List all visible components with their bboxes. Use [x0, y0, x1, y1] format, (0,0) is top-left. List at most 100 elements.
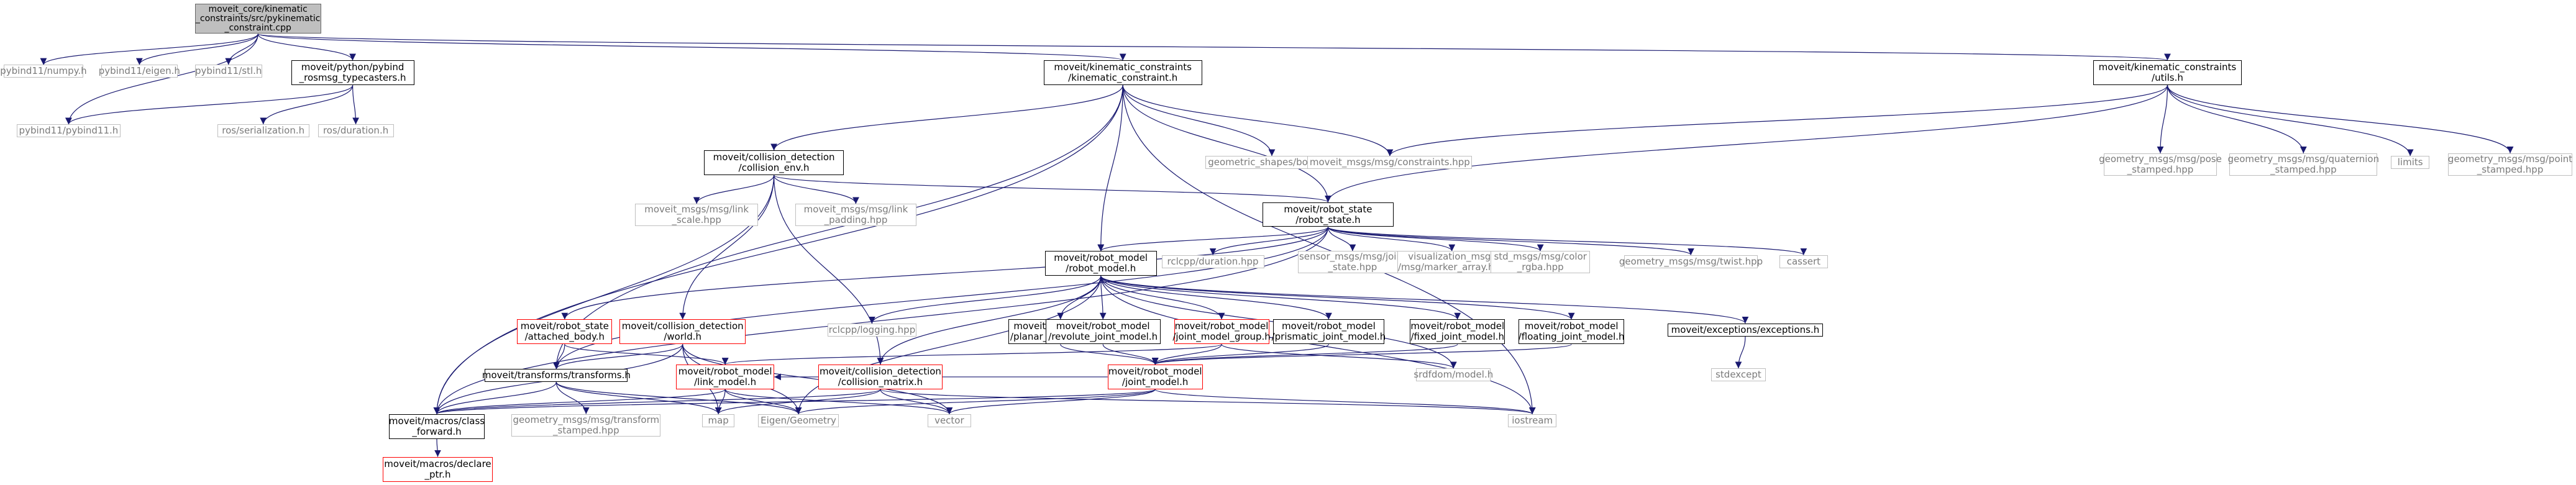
node-cassert[interactable]: cassert	[1779, 255, 1828, 268]
node-colorrgba[interactable]: std_msgs/msg/color_rgba.hpp	[1491, 251, 1591, 274]
node-label-line: moveit/collision_detection	[820, 365, 941, 377]
node-label-line: moveit/kinematic_constraints	[2098, 61, 2237, 73]
node-linkpad[interactable]: moveit_msgs/msg/link_padding.hpp	[795, 204, 916, 227]
node-classfwd[interactable]: moveit/macros/class_forward.h	[388, 414, 485, 439]
node-label-line: iostream	[1512, 414, 1553, 426]
node-label-line: /collision_env.h	[738, 162, 810, 174]
edge-src-to-kcutils	[257, 33, 2170, 61]
edge-robotstate-to-cassert	[1327, 226, 1807, 256]
node-label-line: pybind11/numpy.h	[0, 65, 87, 77]
node-label-line: _stamped.hpp	[2477, 163, 2544, 175]
node-declptr[interactable]: moveit/macros/declare_ptr.h	[382, 456, 493, 482]
node-eigengeom[interactable]: Eigen/Geometry	[758, 414, 839, 427]
node-eigen[interactable]: pybind11/eigen.h	[99, 65, 180, 78]
node-transformst[interactable]: geometry_msgs/msg/transform_stamped.hpp	[511, 414, 661, 437]
node-jointmodel[interactable]: moveit/robot_model/joint_model.h	[1107, 365, 1203, 389]
node-limits[interactable]: limits	[2391, 156, 2430, 170]
node-label-line: moveit/robot_state	[520, 320, 609, 332]
node-jointstate[interactable]: sensor_msgs/msg/joint_state.hpp	[1298, 251, 1407, 274]
edge-robotmodel-to-fixedjm	[1100, 276, 1461, 320]
node-label-line: moveit/robot_state	[1284, 203, 1372, 215]
node-markerarr[interactable]: visualization_msgs/msg/marker_array.hpp	[1397, 251, 1507, 274]
node-vector[interactable]: vector	[927, 414, 971, 427]
node-label-line: moveit/robot_model	[1524, 320, 1619, 332]
node-label-line: geometry_msgs/msg/quaternion	[2227, 153, 2380, 165]
edge-floatingjm-to-jointmodel	[1152, 343, 1572, 365]
edge-robotstate-to-jointstate	[1327, 227, 1356, 252]
node-label-line: /utils.h	[2152, 72, 2183, 84]
node-linkscale[interactable]: moveit_msgs/msg/link_scale.hpp	[635, 204, 759, 227]
node-prismaticjm[interactable]: moveit/robot_model/prismatic_joint_model…	[1272, 319, 1386, 345]
node-posest[interactable]: geometry_msgs/msg/pose_stamped.hpp	[2099, 153, 2222, 176]
node-twist[interactable]: geometry_msgs/msg/twist.hpp	[1619, 255, 1763, 268]
edge-jmgroup-to-jointmodel	[1151, 344, 1222, 365]
node-label-line: /joint_model_group.h	[1172, 331, 1271, 343]
edge-rosmsg-to-rosser	[260, 85, 354, 125]
node-label-line: ros/serialization.h	[222, 125, 305, 137]
node-label-line: /msg/marker_array.hpp	[1398, 261, 1506, 273]
node-label-line: _rgba.hpp	[1517, 261, 1564, 273]
node-label-line: moveit/robot_model	[678, 365, 772, 377]
node-label-line: /fixed_joint_model.h	[1410, 331, 1505, 343]
edge-src-to-rosmsg	[257, 34, 356, 61]
edge-world-to-transforms	[553, 344, 683, 369]
node-rosmsg[interactable]: moveit/python/pybind_rosmsg_typecasters.…	[291, 60, 414, 86]
node-srdfdom[interactable]: srdfdom/model.h	[1414, 368, 1493, 382]
node-robotstate[interactable]: moveit/robot_state/robot_state.h	[1262, 202, 1394, 227]
node-map[interactable]: map	[702, 414, 735, 427]
node-label-line: rclcpp/logging.hpp	[828, 324, 916, 335]
node-linkmodel[interactable]: moveit/robot_model/link_model.h	[676, 365, 775, 389]
node-kcutils[interactable]: moveit/kinematic_constraints/utils.h	[2093, 60, 2242, 86]
node-label-line: geometric_shapes/bodies.h	[1208, 156, 1336, 168]
node-rosser[interactable]: ros/serialization.h	[217, 124, 309, 138]
node-src[interactable]: moveit_core/kinematic_constraints/src/py…	[194, 4, 321, 34]
edge-planarjm-to-jointmodel	[1060, 344, 1159, 365]
node-robotmodel[interactable]: moveit/robot_model/robot_model.h	[1044, 251, 1157, 276]
node-stl[interactable]: pybind11/stl.h	[194, 65, 262, 78]
node-collmatrix[interactable]: moveit/collision_detection/collision_mat…	[818, 365, 943, 389]
node-label-line: pybind11/pybind11.h	[19, 125, 119, 137]
node-rosdur[interactable]: ros/duration.h	[317, 124, 394, 138]
node-world[interactable]: moveit/collision_detection/world.h	[619, 319, 746, 345]
node-label-line: _stamped.hpp	[2270, 163, 2337, 175]
node-transforms[interactable]: moveit/transforms/transforms.h	[482, 369, 631, 383]
edge-kcutils-to-quatst	[2167, 85, 2307, 153]
node-label-line: /kinematic_constraint.h	[1068, 72, 1178, 84]
node-label-line: /attached_body.h	[524, 331, 605, 343]
node-exceptions[interactable]: moveit/exceptions/exceptions.h	[1668, 323, 1823, 337]
edge-transforms-to-transformst	[555, 382, 590, 414]
node-attached[interactable]: moveit/robot_state/attached_body.h	[517, 319, 613, 345]
node-quatst[interactable]: geometry_msgs/msg/quaternion_stamped.hpp	[2227, 153, 2380, 176]
node-label-line: _stamped.hpp	[553, 424, 619, 436]
edge-kc-to-collenv	[770, 85, 1123, 151]
node-floatingjm[interactable]: moveit/robot_model/floating_joint_model.…	[1518, 319, 1625, 345]
node-label-line: _constraints/src/pykinematic	[195, 13, 321, 24]
node-label-line: _state.hpp	[1328, 261, 1377, 273]
node-label-line: stdexcept	[1715, 369, 1761, 381]
node-label-line: moveit/python/pybind	[301, 61, 404, 73]
node-label-line: visualization_msgs	[1408, 251, 1496, 263]
node-collenv[interactable]: moveit/collision_detection/collision_env…	[704, 150, 844, 176]
node-label-line: moveit/macros/declare	[384, 458, 491, 469]
node-fixedjm[interactable]: moveit/robot_model/fixed_joint_model.h	[1410, 319, 1505, 345]
edge-robotstate-to-rclcppdur	[1209, 227, 1329, 255]
node-iostream[interactable]: iostream	[1508, 414, 1557, 427]
node-rclcpplog[interactable]: rclcpp/logging.hpp	[828, 323, 916, 337]
node-label-line: /revolute_joint_model.h	[1048, 331, 1158, 343]
node-kc[interactable]: moveit/kinematic_constraints/kinematic_c…	[1043, 60, 1202, 86]
node-pybind[interactable]: pybind11/pybind11.h	[16, 124, 121, 138]
edge-robotmodel-to-eigengeom	[795, 276, 1102, 414]
edge-kcutils-to-constraintshpp	[1386, 85, 2168, 156]
node-label-line: /floating_joint_model.h	[1518, 331, 1625, 343]
node-geomshapes[interactable]: geometric_shapes/bodies.h	[1205, 156, 1339, 170]
node-rclcppdur[interactable]: rclcpp/duration.hpp	[1161, 255, 1264, 268]
node-numpy[interactable]: pybind11/numpy.h	[0, 65, 87, 78]
node-jmgroup[interactable]: moveit/robot_model/joint_model_group.h	[1172, 319, 1271, 345]
node-revolutejm[interactable]: moveit/robot_model/revolute_joint_model.…	[1045, 319, 1161, 345]
node-label-line: _scale.hpp	[672, 214, 721, 226]
edge-exceptions-to-stdexcept	[1735, 336, 1746, 369]
edge-jointmodel-to-vector	[946, 389, 1156, 415]
node-constraintshpp[interactable]: moveit_msgs/msg/constraints.hpp	[1307, 156, 1473, 170]
node-pointst[interactable]: geometry_msgs/msg/point_stamped.hpp	[2448, 153, 2572, 176]
node-stdexcept[interactable]: stdexcept	[1711, 368, 1766, 382]
